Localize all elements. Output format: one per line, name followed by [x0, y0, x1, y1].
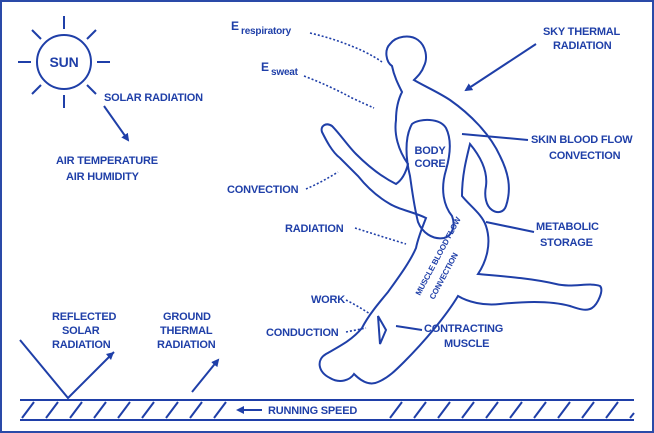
metabolic-label-1: METABOLIC	[536, 221, 599, 233]
work-label: WORK	[311, 294, 345, 306]
radiation-arrow	[355, 228, 406, 244]
contracting-muscle-label-1: CONTRACTING	[424, 323, 503, 335]
running-speed-label: RUNNING SPEED	[268, 405, 357, 417]
ground-thermal-label-3: RADIATION	[157, 339, 216, 351]
sky-thermal-arrow	[466, 44, 536, 90]
body-core-label-1: BODY	[415, 145, 447, 157]
body-core-label-2: CORE	[415, 158, 446, 170]
metabolic-leader	[486, 222, 534, 232]
skin-blood-flow-leader	[462, 134, 528, 140]
reflected-label-1: REFLECTED	[52, 311, 116, 323]
contracting-muscle-leader	[396, 326, 422, 330]
convection-label: CONVECTION	[227, 184, 299, 196]
sun-label: SUN	[50, 54, 79, 70]
body-core-region	[407, 120, 454, 238]
air-humidity-label: AIR HUMIDITY	[66, 171, 140, 183]
solar-radiation-label: SOLAR RADIATION	[104, 92, 203, 104]
reflected-label-2: SOLAR	[62, 325, 100, 337]
e-sweat-symbol: E	[261, 60, 269, 74]
convection-arrow	[306, 172, 338, 189]
ground-thermal-label-2: THERMAL	[160, 325, 213, 337]
air-temperature-label: AIR TEMPERATURE	[56, 155, 158, 167]
ground-thermal-arrow	[192, 360, 218, 392]
skin-blood-flow-label-1: SKIN BLOOD FLOW	[531, 134, 633, 146]
ground-thermal-label-1: GROUND	[163, 311, 211, 323]
skin-blood-flow-label-2: CONVECTION	[549, 150, 621, 162]
e-respiratory-subscript: respiratory	[241, 26, 292, 37]
solar-radiation-arrow	[104, 106, 128, 140]
contracting-muscle-label-2: MUSCLE	[444, 338, 489, 350]
sky-thermal-label-1: SKY THERMAL	[543, 26, 621, 38]
radiation-label: RADIATION	[285, 223, 344, 235]
e-sweat-arrow	[304, 76, 374, 108]
metabolic-label-2: STORAGE	[540, 237, 593, 249]
reflected-label-3: RADIATION	[52, 339, 111, 351]
conduction-arrow	[346, 328, 366, 332]
e-respiratory-arrow	[310, 33, 382, 62]
e-respiratory-symbol: E	[231, 19, 239, 33]
conduction-label: CONDUCTION	[266, 327, 339, 339]
contracting-muscle-shape	[378, 316, 386, 344]
e-sweat-subscript: sweat	[271, 67, 299, 78]
sky-thermal-label-2: RADIATION	[553, 40, 612, 52]
work-arrow	[346, 300, 370, 314]
